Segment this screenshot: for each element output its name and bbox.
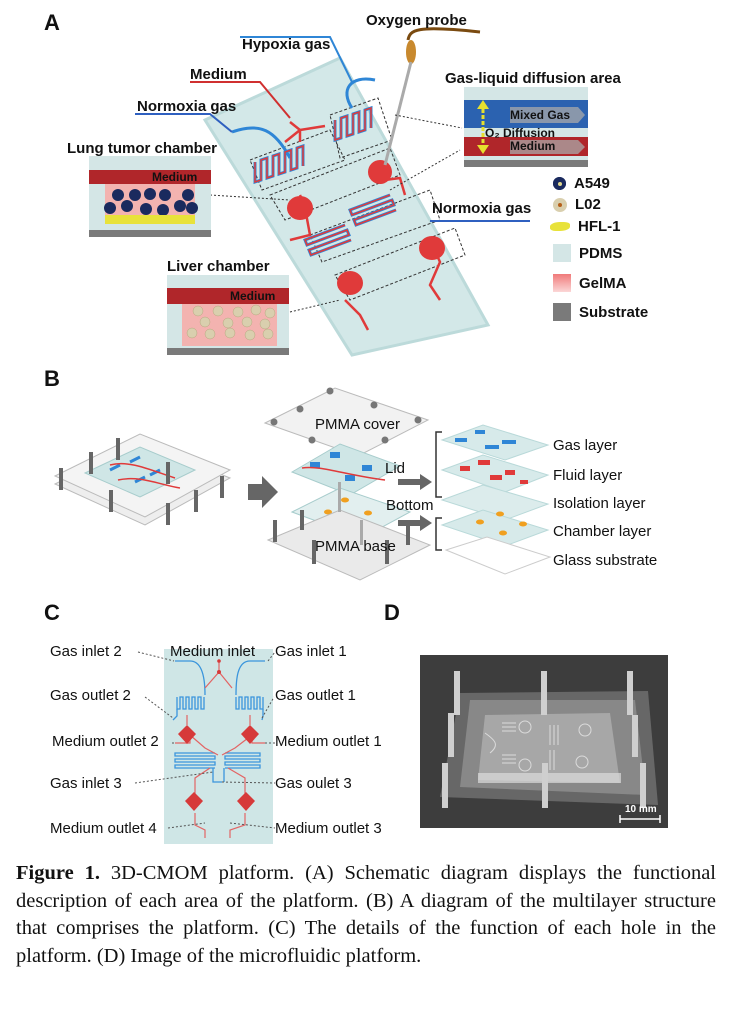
panel-label-b: B bbox=[44, 366, 60, 391]
layer-label-glass: Glass substrate bbox=[553, 552, 658, 569]
label-normoxia-gas: Normoxia gas bbox=[137, 98, 237, 115]
diffusion-medium-label: Medium bbox=[510, 139, 556, 153]
lung-inset-medium-label: Medium bbox=[152, 170, 198, 184]
label-gas-liquid-diffusion-area: Gas-liquid diffusion area bbox=[445, 70, 621, 87]
label-hypoxia-gas: Hypoxia gas bbox=[242, 36, 331, 53]
chip-body bbox=[202, 56, 491, 357]
panel-label-a: A bbox=[44, 10, 60, 35]
gas-liquid-diffusion-inset bbox=[464, 87, 588, 167]
port-gas-inlet-1: Gas inlet 1 bbox=[275, 643, 347, 660]
port-gas-inlet-2: Gas inlet 2 bbox=[50, 643, 122, 660]
label-medium: Medium bbox=[190, 66, 247, 83]
port-gas-outlet-3: Gas oulet 3 bbox=[275, 775, 352, 792]
device-photo-drawing bbox=[420, 655, 668, 828]
l02-cell-icon bbox=[553, 197, 567, 212]
pdms-swatch bbox=[553, 244, 571, 262]
mixed-gas-label: Mixed Gas bbox=[510, 108, 571, 122]
label-bottom: Bottom bbox=[386, 497, 434, 514]
layer-label-gas: Gas layer bbox=[553, 437, 618, 454]
label-normoxia-gas-2: Normoxia gas bbox=[432, 200, 532, 217]
legend-item-substrate: Substrate bbox=[553, 303, 648, 321]
a549-cell-icon bbox=[553, 177, 566, 190]
legend-item-pdms: PDMS bbox=[553, 244, 622, 262]
legend-item-gelma: GelMA bbox=[553, 274, 627, 292]
label-pmma-base: PMMA base bbox=[315, 538, 396, 555]
o2-diffusion-label: O₂ Diffusion bbox=[485, 126, 555, 140]
port-medium-outlet-1: Medium outlet 1 bbox=[275, 733, 382, 750]
caption-text: 3D-CMOM platform. (A) Schematic diagram … bbox=[16, 862, 716, 967]
gelma-swatch bbox=[553, 274, 571, 292]
legend-item-hfl1: HFL-1 bbox=[550, 218, 621, 235]
device-photo: 10 mm bbox=[420, 655, 668, 828]
port-medium-inlet: Medium inlet bbox=[170, 643, 256, 660]
label-oxygen-probe: Oxygen probe bbox=[366, 12, 467, 29]
label-liver-chamber: Liver chamber bbox=[167, 258, 270, 275]
panel-label-d: D bbox=[384, 600, 400, 625]
figure-caption: Figure 1. 3D-CMOM platform. (A) Schemati… bbox=[16, 860, 716, 970]
legend-item-l02: L02 bbox=[553, 196, 601, 213]
caption-title: Figure 1. bbox=[16, 862, 100, 884]
layer-label-isolation: Isolation layer bbox=[553, 495, 646, 512]
port-medium-outlet-4: Medium outlet 4 bbox=[50, 820, 157, 837]
layer-label-chamber: Chamber layer bbox=[553, 523, 652, 540]
label-lung-tumor-chamber: Lung tumor chamber bbox=[67, 140, 218, 157]
oxygen-probe-cable bbox=[406, 27, 481, 41]
liver-chamber-inset bbox=[167, 275, 289, 355]
panel-label-c: C bbox=[44, 600, 60, 625]
hfl1-cell-icon bbox=[550, 222, 570, 231]
label-pmma-cover: PMMA cover bbox=[315, 416, 401, 433]
port-medium-outlet-3: Medium outlet 3 bbox=[275, 820, 382, 837]
substrate-swatch bbox=[553, 303, 571, 321]
legend-item-a549: A549 bbox=[553, 175, 610, 192]
liver-inset-medium-label: Medium bbox=[230, 289, 276, 303]
port-gas-inlet-3: Gas inlet 3 bbox=[50, 775, 122, 792]
lung-tumor-chamber-inset bbox=[89, 156, 211, 237]
layer-label-fluid: Fluid layer bbox=[553, 467, 623, 484]
scale-bar-label: 10 mm bbox=[625, 804, 657, 815]
port-gas-outlet-2: Gas outlet 2 bbox=[50, 687, 131, 704]
oxygen-probe-tip bbox=[406, 40, 416, 64]
port-medium-outlet-2: Medium outlet 2 bbox=[52, 733, 159, 750]
port-gas-outlet-1: Gas outlet 1 bbox=[275, 687, 356, 704]
label-lid: Lid bbox=[385, 460, 406, 477]
